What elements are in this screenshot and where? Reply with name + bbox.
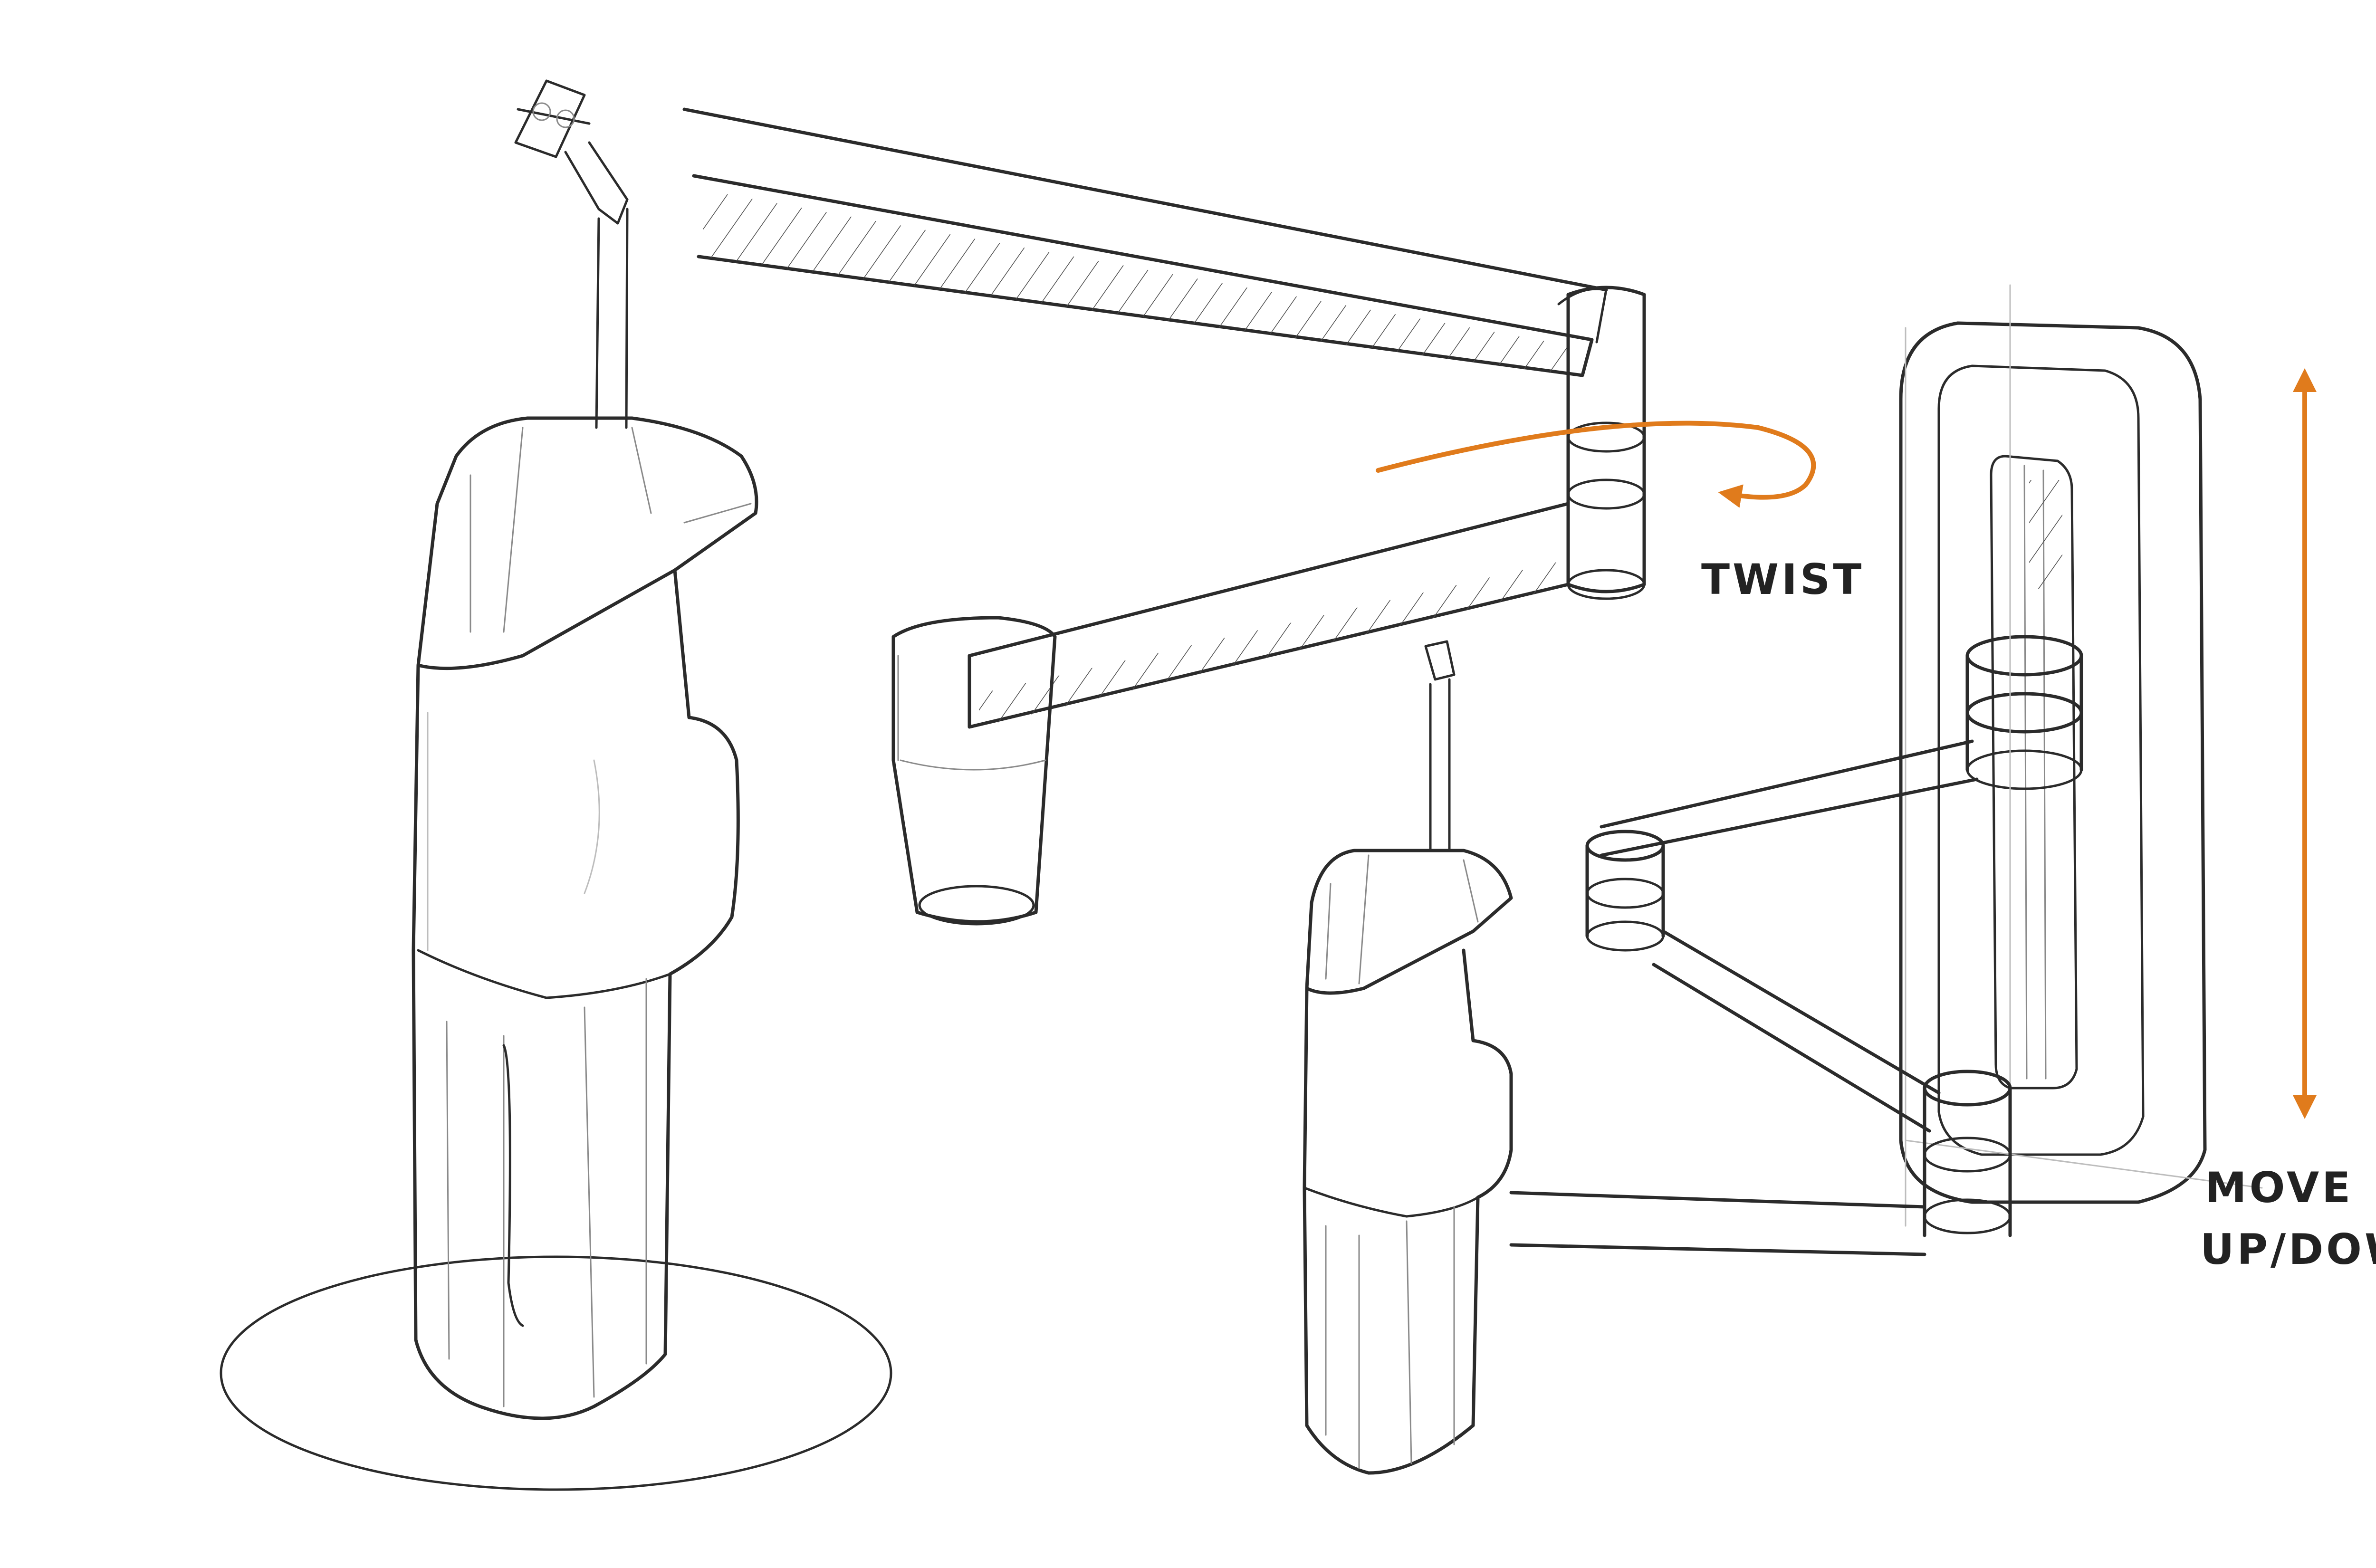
stem-center (1429, 678, 1451, 852)
stem-left (595, 208, 629, 429)
joint-cylinder (1566, 286, 1646, 593)
nozzle-neck-left (564, 141, 629, 225)
spray-nozzle-left (514, 79, 591, 158)
twist-arrow (1376, 421, 1816, 508)
body-seam-left (417, 949, 671, 999)
standalone-unit-sketch (220, 79, 892, 1491)
upper-beam-hatch (703, 190, 1578, 375)
move-label-line1: MOVE (2205, 1163, 2353, 1212)
unit-head-center (1305, 849, 1513, 995)
move-label-line2: UP/DOWN (2200, 1225, 2376, 1274)
body-seam-center (1303, 1186, 1479, 1218)
door-panel-left (502, 1044, 524, 1327)
connector-arm (1509, 1191, 1926, 1256)
glass-cup (891, 616, 1057, 924)
wall-rail-mount-sketch (1509, 284, 2263, 1256)
lower-link (1652, 929, 1941, 1133)
floor-base-ellipse (220, 1255, 892, 1491)
unit-head-left (416, 416, 758, 670)
rail-slot (1990, 455, 2078, 1090)
wall-plate (1899, 321, 2207, 1204)
unit-body-center (1303, 948, 1513, 1475)
mounted-unit-sketch (1303, 640, 1513, 1475)
glass-water-line (900, 759, 1046, 771)
spray-nozzle-center (1424, 640, 1456, 681)
twist-label: TWIST (1701, 555, 1864, 604)
overhead-arm-sketch (682, 107, 1646, 926)
unit-body-left (412, 568, 740, 1420)
